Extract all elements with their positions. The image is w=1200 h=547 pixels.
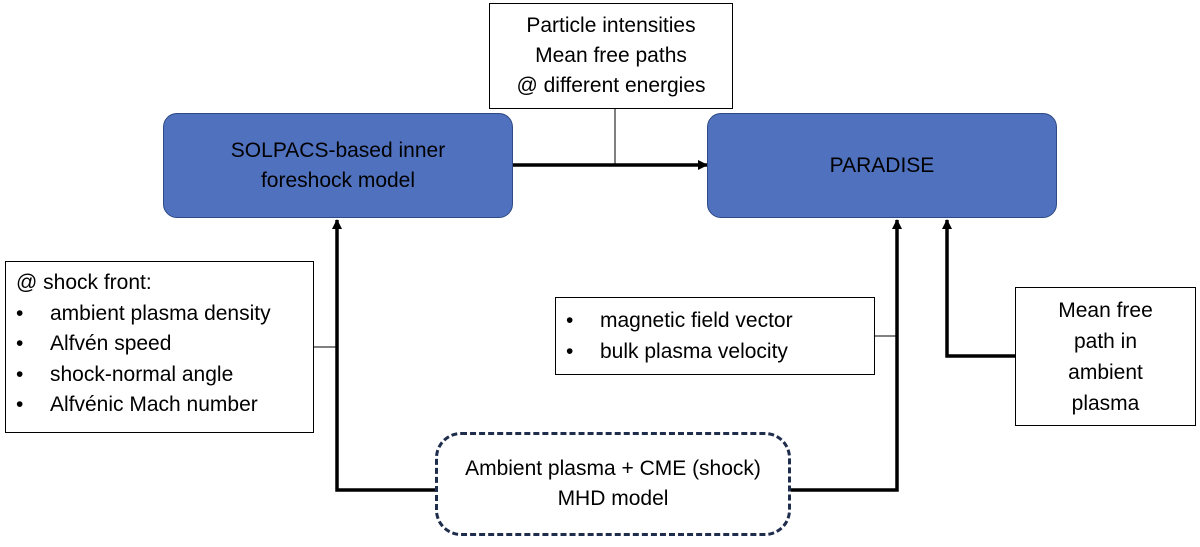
particle-outputs-line: Particle intensities xyxy=(526,14,696,37)
field-quantities-list: magnetic field vector bulk plasma veloci… xyxy=(566,306,874,367)
paradise-model-box: PARADISE xyxy=(707,113,1057,218)
mhd-model-label: MHD model xyxy=(557,487,669,510)
particle-outputs-line: Mean free paths xyxy=(535,44,687,67)
field-quantities-box: magnetic field vector bulk plasma veloci… xyxy=(555,297,875,375)
mhd-model-label: Ambient plasma + CME (shock) xyxy=(465,457,761,480)
shock-front-item: shock-normal angle xyxy=(16,360,313,391)
shock-front-item: ambient plasma density xyxy=(16,299,313,330)
shock-front-heading: @ shock front: xyxy=(16,271,152,294)
solpacs-model-label: foreshock model xyxy=(260,168,416,192)
shock-front-item: Alfvén speed xyxy=(16,329,313,360)
mean-free-path-line: plasma xyxy=(1071,391,1140,415)
field-quantities-item: magnetic field vector xyxy=(566,306,874,337)
solpacs-model-label: SOLPACS-based inner xyxy=(230,138,446,162)
shock-front-item: Alfvénic Mach number xyxy=(16,390,313,421)
mhd-model-box: Ambient plasma + CME (shock) MHD model xyxy=(435,432,791,536)
mean-free-path-line: ambient xyxy=(1068,360,1143,384)
arrow-mean-free-path-to-paradise xyxy=(942,219,1015,358)
paradise-model-label: PARADISE xyxy=(829,153,935,177)
mean-free-path-line: Mean free xyxy=(1058,298,1153,322)
shock-front-list: ambient plasma density Alfvén speed shoc… xyxy=(16,299,313,421)
mean-free-path-box: Mean free path in ambient plasma xyxy=(1015,287,1196,426)
field-quantities-item: bulk plasma velocity xyxy=(566,337,874,368)
solpacs-model-box: SOLPACS-based inner foreshock model xyxy=(163,113,513,218)
mean-free-path-line: path in xyxy=(1073,329,1138,353)
shock-front-box: @ shock front: ambient plasma density Al… xyxy=(5,261,314,433)
arrow-mhd-to-solpacs xyxy=(332,219,435,492)
particle-outputs-box: Particle intensities Mean free paths @ d… xyxy=(489,3,733,109)
arrow-mhd-to-paradise xyxy=(791,219,902,492)
particle-outputs-line: @ different energies xyxy=(516,74,706,97)
